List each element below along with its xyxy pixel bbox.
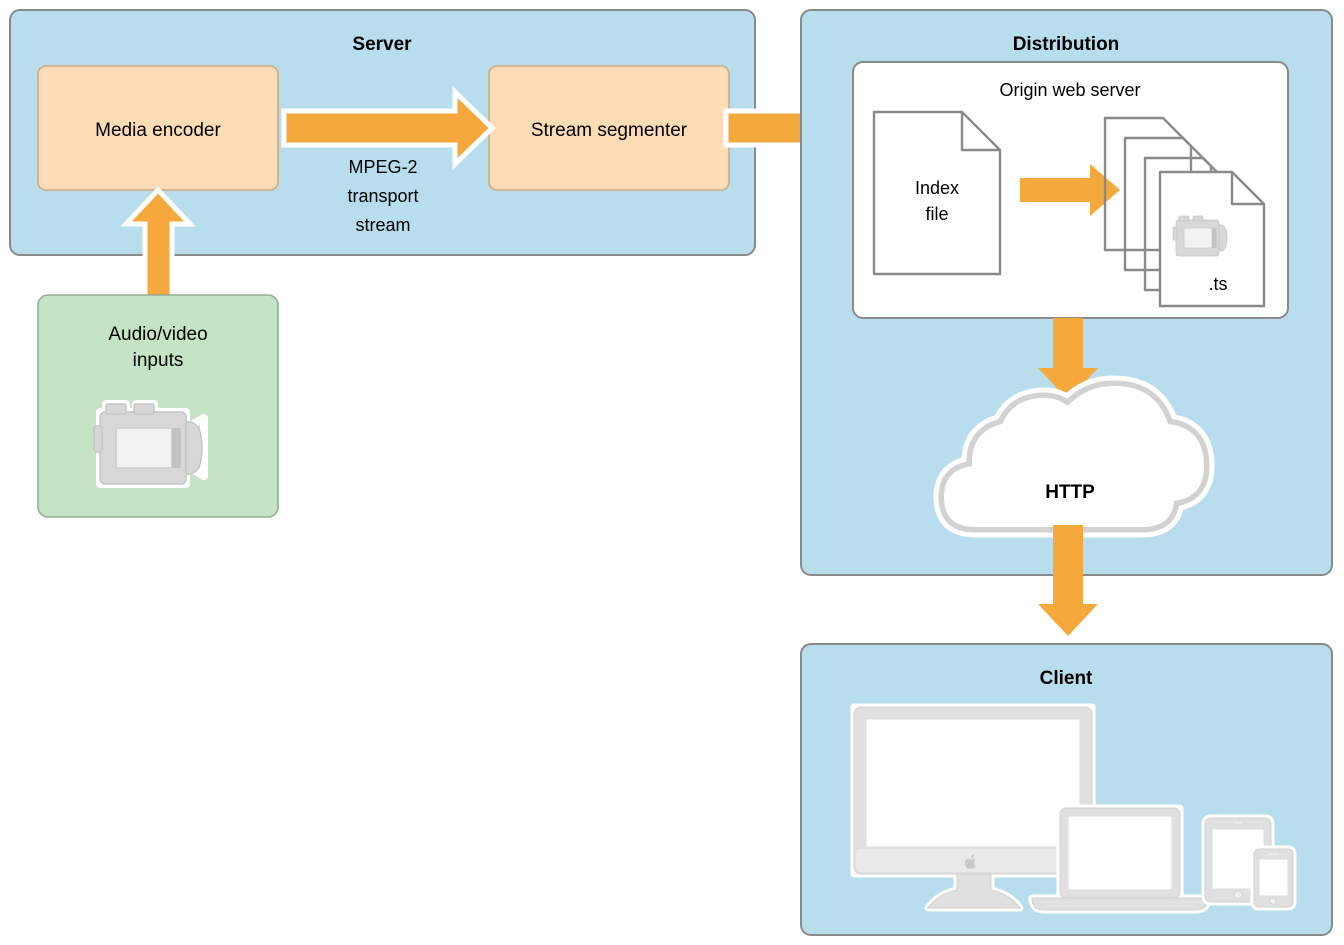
arrow-inputs-to-encoder <box>120 186 196 303</box>
desktop-imac-icon <box>850 703 1096 912</box>
transport-label-line1: MPEG-2 <box>348 157 417 177</box>
distribution-panel: Distribution Origin web server Index fil… <box>800 9 1333 576</box>
ts-segment-label: .ts <box>1208 274 1227 294</box>
http-cloud-node[interactable]: HTTP <box>933 375 1215 538</box>
arrow-index-to-segments <box>1020 164 1120 216</box>
origin-web-server-title: Origin web server <box>999 80 1140 100</box>
index-file-label-line1: Index <box>915 178 959 198</box>
origin-web-server-node[interactable]: Origin web server Index file <box>852 61 1289 319</box>
arrow-cloud-to-client <box>1038 525 1098 636</box>
stream-segmenter-label: Stream segmenter <box>531 120 688 141</box>
server-panel-title: Server <box>352 34 412 55</box>
transport-label-line3: stream <box>355 215 410 235</box>
phone-iphone-icon <box>1250 845 1297 911</box>
cloud-icon <box>938 380 1210 533</box>
transport-stream-label: MPEG-2 transport stream <box>347 157 418 235</box>
media-encoder-node[interactable]: Media encoder <box>37 65 279 191</box>
distribution-panel-title: Distribution <box>1013 34 1120 55</box>
stream-segmenter-node[interactable]: Stream segmenter <box>488 65 730 191</box>
http-cloud-label: HTTP <box>1045 482 1095 503</box>
inputs-label-line1: Audio/video <box>108 324 207 345</box>
apple-logo-icon <box>964 854 976 869</box>
ts-segment-stack[interactable]: .ts <box>1103 116 1266 308</box>
camcorder-icon <box>1172 215 1228 257</box>
audio-video-inputs-node[interactable]: Audio/video inputs <box>37 294 279 518</box>
camcorder-icon <box>93 400 208 488</box>
index-file-document[interactable]: Index file <box>872 110 1002 276</box>
laptop-macbook-icon <box>1028 804 1212 914</box>
client-panel: Client <box>800 643 1333 936</box>
index-file-label-line2: file <box>925 204 948 224</box>
arrow-origin-to-cloud <box>1038 318 1098 400</box>
transport-label-line2: transport <box>347 186 418 206</box>
media-encoder-label: Media encoder <box>95 120 221 141</box>
server-panel: Server Media encoder Stream segmenter MP… <box>9 9 756 256</box>
client-panel-title: Client <box>1040 668 1093 689</box>
inputs-label-line2: inputs <box>133 350 184 371</box>
arrow-encoder-to-segmenter <box>281 86 496 170</box>
